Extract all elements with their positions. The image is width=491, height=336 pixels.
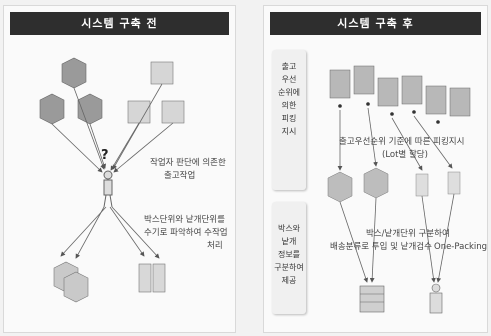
question-mark: ? — [101, 148, 109, 163]
after-illustration — [327, 65, 471, 314]
worker-icon — [103, 170, 113, 208]
pallet-stack-icon — [39, 57, 103, 125]
before-note-2-line2: 수기로 파악하여 수작업 — [144, 228, 228, 238]
after-panel: 시스템 구축 후 출고 우선 순위에 의한 피킹 지시 박스와 낱개 정보를 구… — [263, 5, 488, 333]
side-label-picking: 출고 우선 순위에 의한 피킹 지시 — [272, 50, 306, 190]
before-illustration — [39, 57, 185, 303]
side-label-box-info-text: 박스와 낱개 정보를 구분하여 제공 — [274, 224, 304, 285]
rack-output-icon — [138, 263, 166, 293]
box-output-icon — [53, 261, 89, 303]
before-note-1-line2: 출고작업 — [164, 171, 196, 181]
after-note-2-tag: One-Packing — [434, 242, 488, 252]
sorter-station-icon — [359, 285, 385, 313]
flow-arrows — [337, 107, 455, 283]
box-group-icon — [327, 167, 389, 203]
pick-point-markers — [338, 102, 440, 124]
before-panel: 시스템 구축 전 — [3, 5, 236, 333]
side-label-box-info: 박스와 낱개 정보를 구분하여 제공 — [272, 202, 306, 314]
after-title: 시스템 구축 후 — [270, 12, 481, 35]
before-note-2-line3: 처리 — [207, 241, 223, 251]
inspection-station-icon — [429, 283, 443, 314]
before-title: 시스템 구축 전 — [10, 12, 229, 35]
piece-group-icon — [415, 171, 461, 197]
after-note-1-line1: 출고우선순위 기준에 따른 피킹지시 — [339, 137, 465, 147]
after-note-2-line1: 박스/낱개단위 구분하여 — [366, 229, 450, 239]
after-note-1-line2: (Lot별 할당) — [382, 150, 428, 160]
side-label-picking-text: 출고 우선 순위에 의한 피킹 지시 — [277, 62, 301, 136]
before-note-2-line1: 박스단위와 낱개단위를 — [144, 215, 225, 225]
before-note-1-line1: 작업자 판단에 의존한 — [150, 158, 226, 168]
rack-stack-icon — [127, 61, 185, 124]
flow-arrows — [51, 83, 174, 259]
after-note-2-line2: 배송분류로 투입 및 낱개검수 — [330, 242, 432, 252]
storage-rack-icon — [329, 65, 471, 117]
